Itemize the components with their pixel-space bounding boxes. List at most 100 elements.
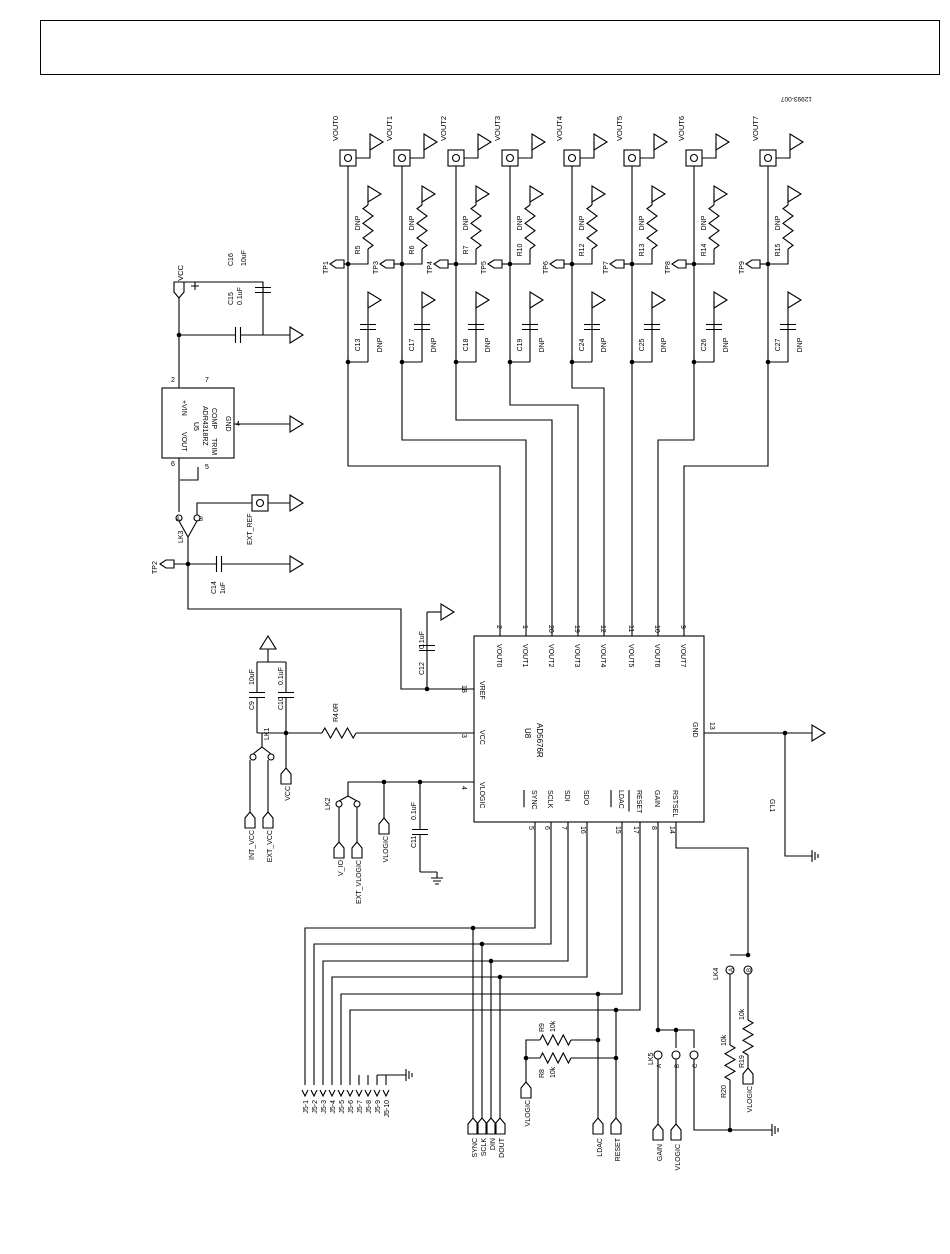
dac-pin-number: 7 <box>560 826 567 830</box>
ext-ref-label: EXT_REF <box>247 513 254 545</box>
capacitor-label-c19: C19 <box>517 338 524 351</box>
ref-u5-label: U5 <box>192 422 199 431</box>
r20-label: R20 <box>721 1085 728 1098</box>
junction-dot <box>691 359 697 365</box>
ground-symbol <box>289 494 305 512</box>
connector-shield-wire <box>356 142 371 159</box>
resistor-r4 <box>321 726 357 740</box>
port-symbol <box>520 1081 532 1099</box>
ground-symbol <box>593 133 609 151</box>
output-trace <box>401 166 527 636</box>
junction-dot <box>691 261 697 267</box>
junction-dot <box>569 359 575 365</box>
test-point-symbol <box>329 259 345 269</box>
dac-pin-number: 1 <box>521 625 528 629</box>
lk5-c-label: C <box>693 1063 699 1068</box>
vcc-label: VCC <box>176 265 185 281</box>
ref-pin-number: 4 <box>236 421 240 428</box>
smb-connector <box>685 149 703 167</box>
resistor-symbol <box>416 204 428 250</box>
test-point-label-tp3: TP3 <box>373 261 380 274</box>
port-label-din: DIN <box>490 1138 497 1150</box>
port-symbol <box>742 1067 754 1085</box>
junction-dot <box>613 1007 619 1013</box>
test-point-label-tp4: TP4 <box>427 261 434 274</box>
resistor-lead <box>694 249 715 265</box>
dac-pin-number: 15 <box>614 826 621 834</box>
ground-symbol <box>715 133 731 151</box>
c16-label: C16 <box>228 253 235 266</box>
lk2-link <box>338 795 358 802</box>
c14-label: C14 <box>211 581 218 594</box>
resistor-lead <box>632 249 653 265</box>
output-trace <box>347 166 501 636</box>
ref-pin-vout: VOUT <box>180 432 187 452</box>
port-symbol <box>280 767 292 785</box>
resistor-label-r14: R14 <box>701 243 708 256</box>
lk2-pad-b <box>353 800 361 808</box>
junction-dot <box>629 359 635 365</box>
pullup-trace <box>525 1039 540 1059</box>
vref-trace <box>187 564 474 690</box>
dac-pin-vcc: VCC <box>478 730 485 745</box>
smb-connector-pin <box>689 153 699 163</box>
test-point-symbol <box>549 259 565 269</box>
junction-dot <box>673 1027 679 1033</box>
c11-label: C11 <box>411 836 418 848</box>
r4-value: 0R <box>333 703 340 712</box>
junction-dot <box>176 332 182 338</box>
resistor-symbol <box>586 204 598 250</box>
capacitor-label-c25: C25 <box>639 338 646 351</box>
ref-pin-number: 7 <box>205 377 209 384</box>
smb-connector <box>393 149 411 167</box>
resistor-label-r15: R15 <box>775 243 782 256</box>
capacitor-label-c13: C13 <box>355 338 362 351</box>
resistor-symbol <box>362 204 374 250</box>
spi-bus-trace <box>331 822 588 1085</box>
smb-connector-pin <box>505 153 515 163</box>
r8-label: R8 <box>539 1069 546 1078</box>
junction-dot <box>399 261 405 267</box>
dac-pin-number: 10 <box>653 625 660 633</box>
dac-pin-sdi: SDI <box>563 790 570 802</box>
dac-pin-number: 13 <box>708 722 715 730</box>
spi-bus-trace <box>304 822 536 1085</box>
gnd-trace <box>784 733 810 857</box>
junction-dot <box>765 261 771 267</box>
junction-dot <box>488 958 494 964</box>
capacitor-symbol <box>468 323 484 331</box>
output-label-vout6: VOUT6 <box>677 116 686 141</box>
junction-dot <box>507 359 513 365</box>
lk5-pad-a <box>653 1050 663 1060</box>
lk3-a-label: A <box>176 517 180 523</box>
lk3-label: LK3 <box>178 530 185 543</box>
capacitor-symbol <box>249 691 265 699</box>
int-vcc-label: INT_VCC <box>249 830 256 860</box>
components <box>159 133 827 1141</box>
capacitor-symbol <box>780 323 796 331</box>
connector-shield-wire <box>702 142 717 159</box>
ground-symbol <box>653 133 669 151</box>
dac-pin-vref: VREF <box>478 681 485 700</box>
lk3-pad-a <box>175 514 183 522</box>
junction-dot <box>507 261 513 267</box>
junction-dot <box>613 1055 619 1061</box>
j5-pin-label: J5-5 <box>339 1100 346 1114</box>
gl1-label: GL1 <box>768 799 775 812</box>
junction-dot <box>453 359 459 365</box>
resistor-symbol <box>470 204 482 250</box>
dnp-label: DNP <box>723 337 730 352</box>
smb-connector <box>623 149 641 167</box>
capacitor-label-c18: C18 <box>463 338 470 351</box>
port-label-ldac: LDAC <box>597 1138 604 1157</box>
junction-dot <box>765 359 771 365</box>
junction-dot <box>381 779 387 785</box>
capacitor-symbol <box>419 644 435 652</box>
dac-pin-number: 14 <box>668 826 675 834</box>
header-pin-j5 <box>319 1089 327 1098</box>
smb-connector <box>563 149 581 167</box>
output-label-vout0: VOUT0 <box>331 116 340 141</box>
ground-symbol <box>475 185 491 203</box>
dac-part-label: AD5676R <box>535 723 544 758</box>
lk3-b-label: B <box>199 517 203 523</box>
